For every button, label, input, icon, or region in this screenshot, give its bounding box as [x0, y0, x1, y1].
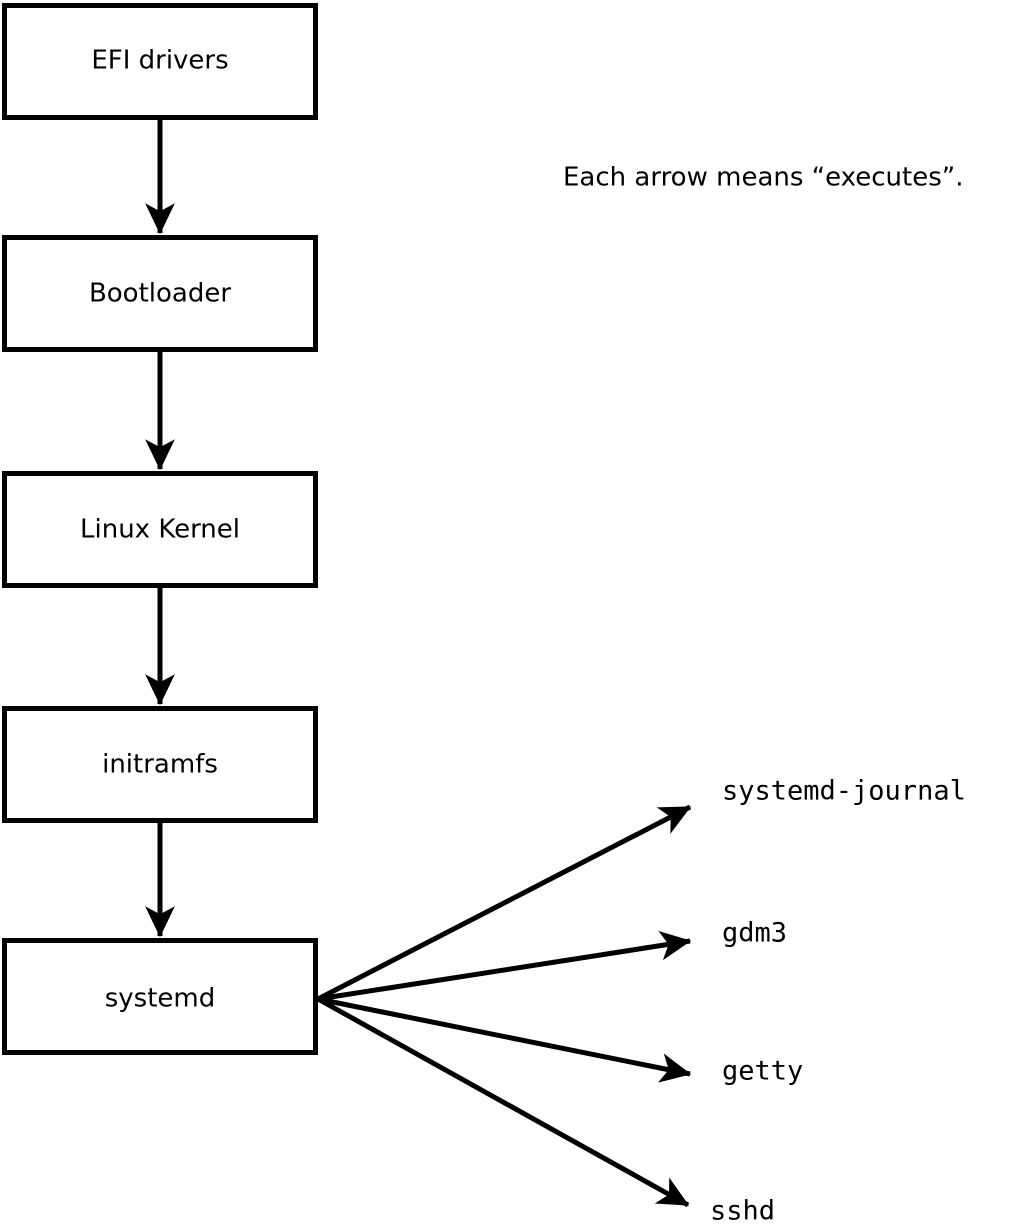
arrow-systemd-to-getty [317, 996, 692, 1083]
arrow-systemd-to-gdm3 [317, 930, 692, 1002]
legend-text: Each arrow means “executes”. [563, 163, 964, 193]
box-linux-kernel-rect [2, 471, 318, 588]
box-initramfs-rect [2, 706, 318, 823]
boot-chain-boxes: EFI drivers Bootloader Linux Kernel init… [2, 3, 318, 1055]
box-bootloader[interactable]: Bootloader [2, 235, 318, 352]
box-systemd-label: systemd [105, 984, 216, 1014]
box-bootloader-rect [2, 235, 318, 352]
box-linux-kernel[interactable]: Linux Kernel [2, 471, 318, 588]
service-label-getty[interactable]: getty [722, 1056, 803, 1087]
systemd-fanout-arrows [316, 804, 692, 1208]
service-label-gdm3[interactable]: gdm3 [722, 918, 787, 949]
service-label-systemd-journal[interactable]: systemd-journal [722, 776, 966, 807]
service-label-sshd[interactable]: sshd [710, 1196, 775, 1227]
box-efi-drivers-label: EFI drivers [91, 46, 228, 76]
box-initramfs-label: initramfs [102, 750, 218, 780]
box-initramfs[interactable]: initramfs [2, 706, 318, 823]
arrow-systemd-to-sshd [316, 996, 690, 1208]
box-systemd-rect [2, 938, 318, 1055]
box-systemd[interactable]: systemd [2, 938, 318, 1055]
box-bootloader-label: Bootloader [89, 279, 231, 309]
box-efi-drivers[interactable]: EFI drivers [2, 3, 318, 120]
arrow-systemd-to-systemd-journal [316, 804, 692, 1002]
box-linux-kernel-label: Linux Kernel [80, 515, 240, 545]
service-labels: systemd-journal gdm3 getty sshd [710, 776, 966, 1227]
box-efi-drivers-rect [2, 3, 318, 120]
